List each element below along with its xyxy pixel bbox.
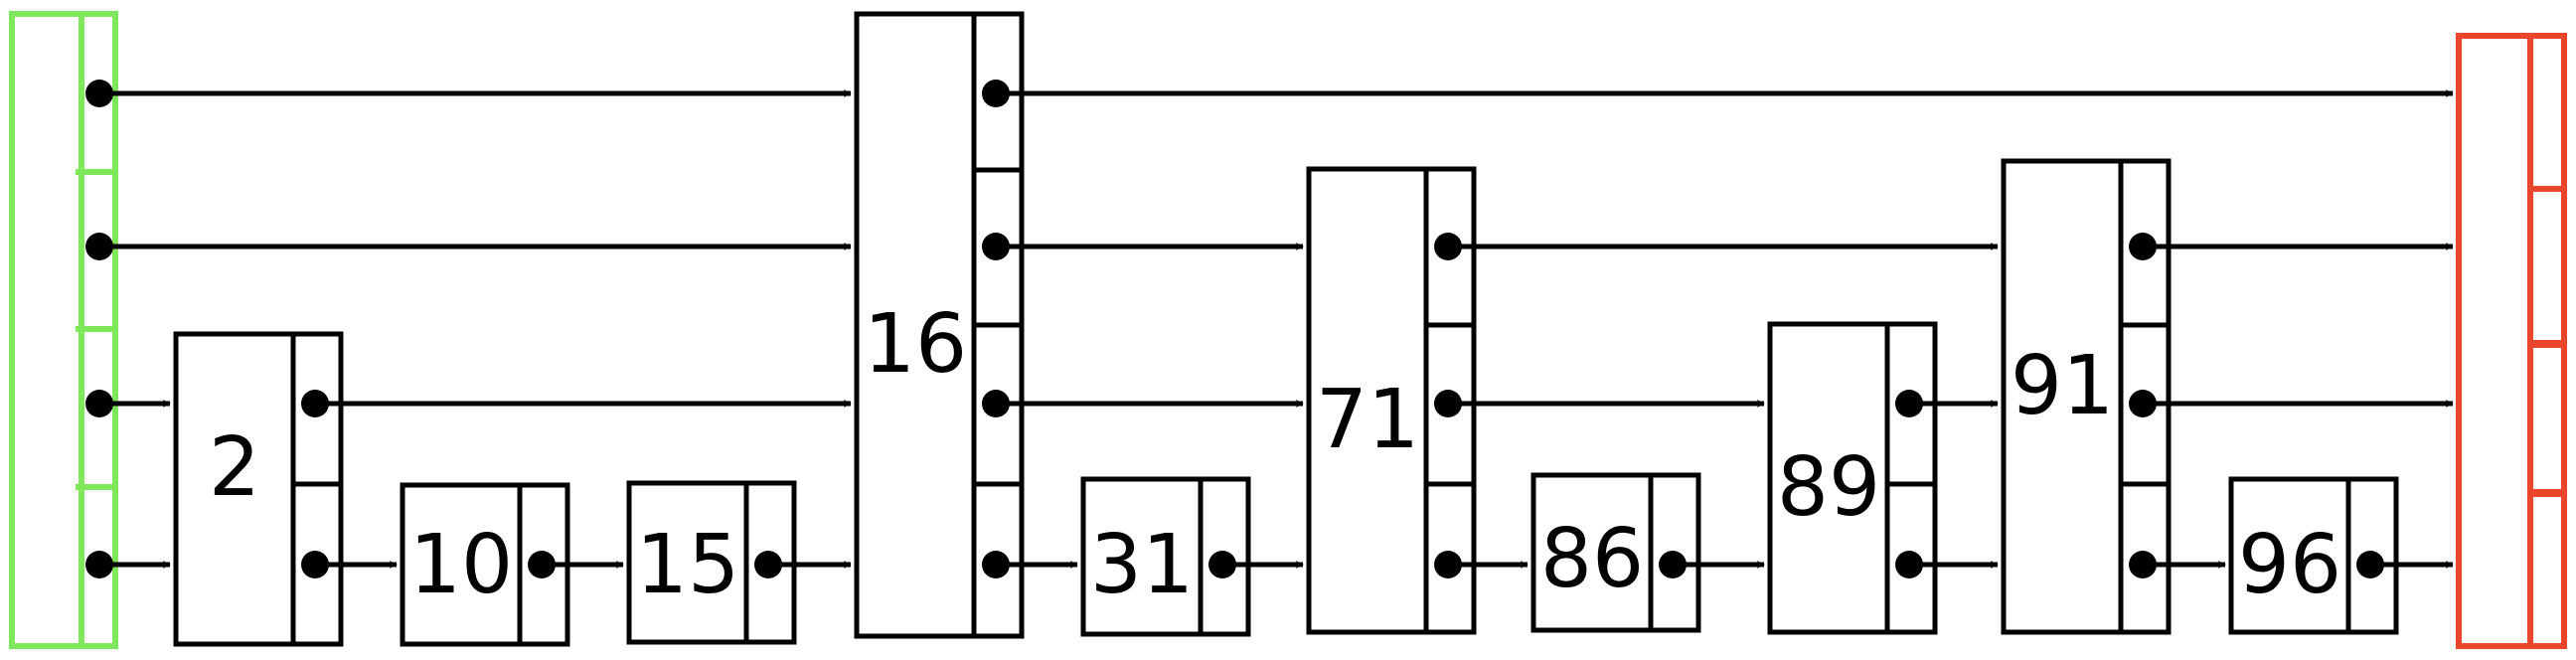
node-key-label: 96 <box>2238 518 2341 612</box>
forward-links <box>85 80 2454 578</box>
skip-list-node-86: 86 <box>1530 472 1701 633</box>
node-outline <box>173 331 344 647</box>
node-outline <box>1767 321 1938 635</box>
node-outline <box>626 480 797 645</box>
skip-list-node-96: 96 <box>2228 476 2399 635</box>
node-key-label: 86 <box>1540 512 1644 606</box>
pointer-dot <box>1208 551 1236 578</box>
node-outline <box>2001 158 2172 635</box>
pointer-dot <box>528 551 556 578</box>
skip-list-node-31: 31 <box>1080 476 1251 637</box>
node-key-label: 16 <box>864 297 967 392</box>
skip-list-node-91: 91 <box>2001 158 2172 635</box>
pointer-dot <box>85 551 113 578</box>
node-key-label: 10 <box>409 518 513 612</box>
node-outline <box>1080 476 1251 637</box>
pointer-dot <box>85 233 113 260</box>
skip-list-node-10: 10 <box>400 482 570 647</box>
pointer-dot <box>1659 551 1687 578</box>
node-key-label: 71 <box>1316 373 1419 467</box>
pointer-dot <box>1434 551 1462 578</box>
node-key-label: 2 <box>209 420 260 515</box>
pointer-dot <box>2129 390 2157 417</box>
pointer-dot <box>85 390 113 417</box>
skip-list-node-16: 16 <box>854 11 1025 639</box>
skip-list-node-71: 71 <box>1306 166 1477 635</box>
node-outline <box>1530 472 1701 633</box>
node-outline <box>2228 476 2399 635</box>
head-sentinel <box>9 11 118 649</box>
pointer-dot <box>301 390 329 417</box>
node-key-label: 89 <box>1777 440 1880 535</box>
pointer-dot <box>754 551 782 578</box>
pointer-dot <box>2129 233 2157 260</box>
skip-list-node-15: 15 <box>626 480 797 645</box>
pointer-dot <box>982 80 1010 107</box>
pointer-dot <box>982 233 1010 260</box>
node-key-label: 31 <box>1090 518 1194 612</box>
skip-list-node-2: 2 <box>173 331 344 647</box>
pointer-dot <box>982 390 1010 417</box>
pointer-dot <box>1895 551 1923 578</box>
node-outline <box>1306 166 1477 635</box>
pointer-dot <box>301 551 329 578</box>
pointer-dot <box>1434 233 1462 260</box>
pointer-dot <box>982 551 1010 578</box>
node-outline <box>400 482 570 647</box>
skip-list-node-89: 89 <box>1767 321 1938 635</box>
pointer-dot <box>85 80 113 107</box>
node-key-label: 91 <box>2011 339 2114 433</box>
skip-list-nodes: 2 10 15 16 31 71 86 89 91 96 <box>173 11 2399 647</box>
pointer-dot <box>2356 551 2384 578</box>
node-key-label: 15 <box>636 518 739 612</box>
tail-sentinel <box>2456 33 2567 649</box>
pointer-dot <box>2129 551 2157 578</box>
pointer-dot <box>1895 390 1923 417</box>
pointer-dot <box>1434 390 1462 417</box>
